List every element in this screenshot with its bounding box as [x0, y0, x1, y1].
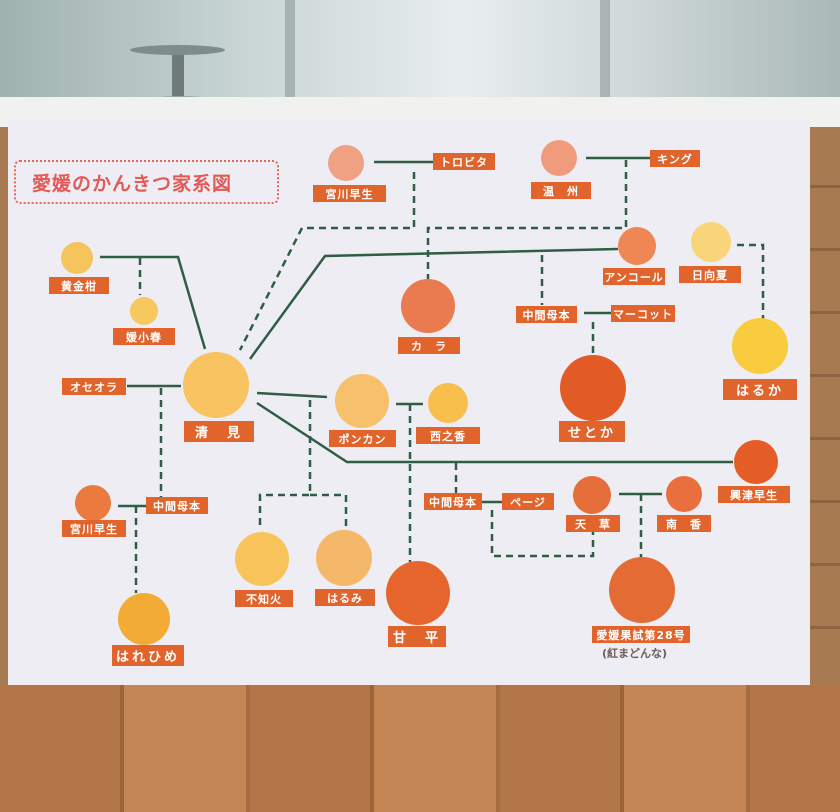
display-stand-post [172, 55, 184, 100]
wood-wall [0, 125, 8, 685]
label-amakusa: 天 草 [566, 515, 620, 532]
label-unshu: 温 州 [531, 182, 591, 199]
label-hyuganatsu: 日向夏 [679, 266, 741, 283]
wood-wall [810, 125, 840, 685]
label-kanpei: 甘 平 [388, 626, 446, 647]
label-torovita: トロビタ [433, 153, 495, 170]
wooden-floor [0, 685, 840, 812]
label-miyagawa-wase-left: 宮川早生 [62, 520, 126, 537]
label-himekoharu: 媛小春 [113, 328, 175, 345]
label-benimadonna: (紅まどんな) [602, 647, 668, 660]
label-chukan-bohon-1: 中間母本 [516, 306, 577, 323]
label-king: キング [650, 150, 700, 167]
label-shiranui: 不知火 [235, 590, 293, 607]
label-page: ページ [502, 493, 554, 510]
chart-title-box: 愛媛のかんきつ家系図 [14, 160, 279, 204]
window-frame [600, 0, 610, 110]
window-frame [285, 0, 295, 110]
label-kara: カ ラ [398, 337, 460, 354]
label-ponkan: ポンカン [329, 430, 396, 447]
label-kiyomi: 清 見 [184, 421, 254, 442]
label-oseola: オセオラ [62, 378, 126, 395]
label-chukan-bohon-2: 中間母本 [146, 497, 208, 514]
label-setoka: せとか [559, 421, 625, 442]
display-stand-top [130, 45, 225, 55]
label-murcott: マーコット [611, 305, 675, 322]
label-harehime: はれひめ [112, 645, 184, 666]
label-okitsu-wase: 興津早生 [718, 486, 790, 503]
label-haruka: はるか [723, 379, 797, 400]
fruit-icon [61, 140, 788, 645]
chart-title: 愛媛のかんきつ家系図 [32, 172, 233, 195]
label-chukan-bohon-3: 中間母本 [424, 493, 482, 510]
label-miyagawa-wase-top: 宮川早生 [313, 185, 386, 202]
label-ancor: アンコール [603, 268, 665, 285]
label-nanko: 南 香 [657, 515, 711, 532]
label-ogonkan: 黄金柑 [49, 277, 109, 294]
label-ehime-28: 愛媛果試第28号 [592, 626, 690, 643]
label-harumi: はるみ [315, 589, 375, 606]
label-nishinoka: 西之香 [416, 427, 480, 444]
